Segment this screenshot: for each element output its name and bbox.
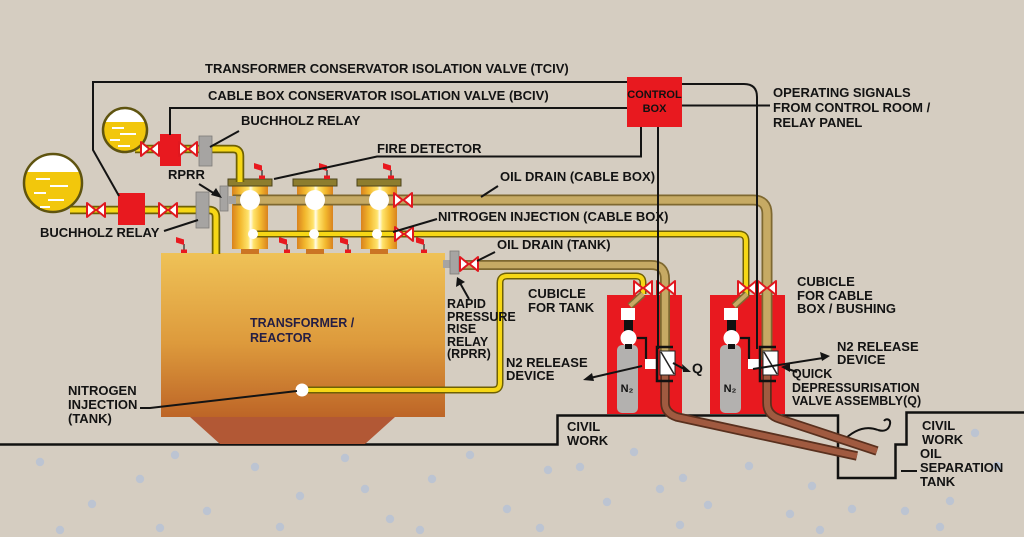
oil-drain-cable-box-pointer <box>480 185 499 198</box>
nitrogen-port-3 <box>372 229 382 239</box>
valve-conservator-2 <box>158 202 178 218</box>
gravel-dots <box>35 428 1002 535</box>
n2-right-arrowhead <box>820 352 830 361</box>
n2-release-left-pointer <box>589 365 643 379</box>
bciv-valve-box <box>160 134 181 166</box>
nitrogen-injection-tank-port <box>295 383 309 397</box>
fire-detector-icon <box>278 236 291 254</box>
label-n2-release-right: N2 RELEASE DEVICE <box>837 339 919 367</box>
label-quick-depressurisation: QUICK DEPRESSURISATION VALVE ASSEMBLY(Q) <box>792 367 922 408</box>
label-rprr-full: RAPID PRESSURE RISE RELAY (RPRR) <box>447 297 516 361</box>
rprr-full-pointer <box>459 282 470 300</box>
cubicle-tank-internals <box>617 308 676 413</box>
n2-cylinder-1 <box>617 345 638 413</box>
tciv-valve-box <box>118 193 145 225</box>
label-n2-cylinder-2: N₂ <box>723 383 737 395</box>
fire-detector-icon <box>415 236 428 254</box>
transformer-conservator <box>22 152 84 214</box>
label-cubicle-for-tank: CUBICLE FOR TANK <box>528 286 595 315</box>
nitrogen-port-1 <box>248 229 258 239</box>
label-cubicle-for-cable-box: CUBICLE FOR CABLE BOX / BUSHING <box>797 274 896 316</box>
label-rprr-short: RPRR <box>168 167 205 182</box>
signal-and-pointer-lines <box>92 81 917 472</box>
label-civil-work-right: CIVIL WORK <box>922 418 964 447</box>
nitrogen-tank-pointer <box>140 390 298 409</box>
label-q: Q <box>692 360 703 376</box>
n2-left-arrowhead <box>583 373 594 381</box>
civil-work-line <box>0 411 1024 480</box>
oil-drain-port-1 <box>240 190 260 210</box>
oil-drain-tank-pointer <box>476 251 496 262</box>
label-oil-separation-tank: OIL SEPARATION TANK <box>920 446 1004 489</box>
valve-cable-conservator-1 <box>140 141 160 157</box>
pipe-nitrogen-cable-box <box>250 232 748 296</box>
fire-detector-icon <box>318 162 331 180</box>
n2-cylinder-2 <box>720 345 741 413</box>
buchholz-relay-lower <box>195 191 210 229</box>
label-buchholz-top: BUCHHOLZ RELAY <box>241 113 361 128</box>
tank-base <box>190 417 395 444</box>
cubicle-cable-box-internals <box>720 308 779 413</box>
rprr-full-arrowhead <box>456 277 465 287</box>
rprr-sensor-right <box>443 250 460 275</box>
valve-conservator-1 <box>86 202 106 218</box>
fire-detector-icon <box>339 236 352 254</box>
n2-release-device-2 <box>748 359 760 369</box>
oil-drain-port-3 <box>369 190 389 210</box>
q-arrowhead <box>682 364 691 372</box>
cable-box-conservator <box>101 106 149 154</box>
q-pointer <box>672 362 685 370</box>
pit-outlet-curl <box>877 418 892 432</box>
pipe-outlet-cable-box <box>764 358 878 454</box>
oil-drain-port-2 <box>305 190 325 210</box>
piping <box>70 144 879 461</box>
rprr-pointer <box>198 183 216 195</box>
label-nitrogen-tank: NITROGEN INJECTION (TANK) <box>68 383 138 426</box>
buchholz-bottom-pointer <box>163 219 199 232</box>
label-fire-detector: FIRE DETECTOR <box>377 141 482 156</box>
label-nitrogen-cable-box: NITROGEN INJECTION (CABLE BOX) <box>438 209 669 224</box>
label-operating-signals: OPERATING SIGNALS FROM CONTROL ROOM / RE… <box>773 85 931 130</box>
pipe-oil-drain-tank <box>450 261 669 360</box>
pipe-stub-cubicle2 <box>732 292 749 308</box>
nitrogen-port-2 <box>309 229 319 239</box>
connection-ports <box>240 190 389 397</box>
rprr-sensor-left <box>219 185 236 212</box>
buchholz-relay-upper <box>198 135 213 167</box>
pipe-stub-cubicle1 <box>628 292 645 308</box>
buchholz-top-pointer <box>209 130 240 148</box>
tciv-signal-line <box>92 81 627 197</box>
label-tciv: TRANSFORMER CONSERVATOR ISOLATION VALVE … <box>205 61 569 76</box>
label-n2-cylinder-1: N₂ <box>620 383 634 395</box>
control-to-cubicle2-line <box>681 83 758 349</box>
label-bciv: CABLE BOX CONSERVATOR ISOLATION VALVE (B… <box>208 88 549 103</box>
label-civil-work-left: CIVIL WORK <box>567 419 609 448</box>
bciv-signal-line <box>169 107 627 135</box>
n2-release-right-pointer <box>752 357 824 370</box>
pipe-nitrogen-tank <box>303 274 645 392</box>
pipe-conservator-cable-box <box>135 146 243 182</box>
label-oil-drain-cable-box: OIL DRAIN (CABLE BOX) <box>500 169 656 184</box>
label-transformer: TRANSFORMER / REACTOR <box>250 316 355 345</box>
control-box: CONTROL BOX <box>627 77 682 127</box>
quick-arrowhead <box>781 363 790 372</box>
pipe-oil-drain-cable-box <box>233 196 771 360</box>
n2-release-device-1 <box>645 359 657 369</box>
nitrogen-cable-box-pointer <box>392 218 438 233</box>
fire-detector-signal-line <box>273 127 642 180</box>
fire-detector-icon <box>175 236 188 254</box>
pipe-outlet-tank <box>662 358 858 459</box>
label-buchholz-bottom: BUCHHOLZ RELAY <box>40 225 160 240</box>
arrowheads <box>211 188 830 381</box>
valve-cable-conservator-2 <box>178 141 198 157</box>
fire-detector-icon <box>382 162 395 180</box>
rprr-arrowhead <box>211 188 222 198</box>
fire-detector-icon <box>253 162 266 180</box>
label-n2-release-left: N2 RELEASE DEVICE <box>506 355 588 383</box>
label-oil-drain-tank: OIL DRAIN (TANK) <box>497 237 611 252</box>
